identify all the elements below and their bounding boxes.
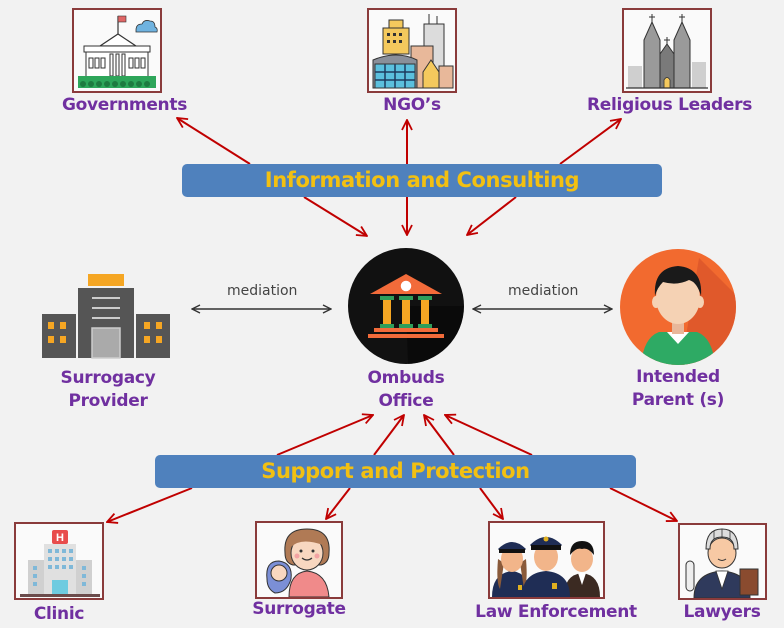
person-avatar-icon bbox=[619, 248, 737, 366]
governments-label: Governments bbox=[61, 95, 188, 115]
information-consulting-banner: Information and Consulting bbox=[182, 164, 662, 197]
ngos-label: NGO’s bbox=[383, 95, 441, 115]
arrow-to-religious-leaders bbox=[559, 119, 621, 165]
law-enforcement-label: Law Enforcement bbox=[475, 602, 637, 622]
support-protection-banner: Support and Protection bbox=[155, 455, 636, 488]
arrow-to-lawyers bbox=[609, 487, 677, 521]
svg-text:H: H bbox=[56, 532, 64, 544]
intended-parents-label-line2: Parent (s) bbox=[631, 390, 725, 410]
intended-parents-label: Intended Parent (s) bbox=[618, 366, 738, 412]
surrogate-label: Surrogate bbox=[252, 599, 346, 619]
mother-baby-icon bbox=[255, 521, 343, 599]
arrow-from-law-enforcement bbox=[424, 415, 455, 456]
police-officers-icon bbox=[488, 521, 605, 599]
ombuds-office-label: Ombuds Office bbox=[356, 367, 456, 413]
courthouse-icon bbox=[348, 248, 464, 364]
lawyer-icon bbox=[678, 523, 767, 600]
arrow-to-law-enforcement bbox=[479, 487, 503, 519]
mediation-label-right: mediation bbox=[508, 283, 579, 299]
government-building-icon bbox=[72, 8, 162, 93]
arrow-from-surrogate bbox=[373, 415, 404, 456]
surrogacy-provider-label: Surrogacy Provider bbox=[48, 367, 168, 413]
arrow-from-governments bbox=[303, 196, 367, 236]
religious-leaders-label: Religious Leaders bbox=[587, 95, 753, 115]
hospital-icon: H bbox=[14, 522, 104, 600]
surrogacy-provider-label-line1: Surrogacy bbox=[60, 368, 156, 388]
ombuds-office-label-line1: Ombuds bbox=[367, 368, 445, 388]
city-buildings-icon bbox=[367, 8, 457, 93]
arrow-to-governments bbox=[177, 118, 251, 165]
arrow-to-clinic bbox=[107, 487, 193, 522]
surrogacy-provider-label-line2: Provider bbox=[68, 391, 148, 411]
clinic-label: Clinic bbox=[33, 604, 85, 624]
intended-parents-label-line1: Intended bbox=[636, 367, 720, 387]
ombuds-office-label-line2: Office bbox=[378, 391, 434, 411]
arrow-to-surrogate bbox=[326, 487, 351, 519]
office-building-icon bbox=[40, 272, 172, 360]
arrow-from-religious-leaders bbox=[467, 196, 517, 235]
mediation-label-left: mediation bbox=[227, 283, 298, 299]
arrow-from-lawyers bbox=[445, 415, 533, 456]
lawyers-label: Lawyers bbox=[683, 602, 761, 622]
arrow-from-clinic bbox=[276, 415, 373, 456]
cathedral-icon bbox=[622, 8, 712, 93]
